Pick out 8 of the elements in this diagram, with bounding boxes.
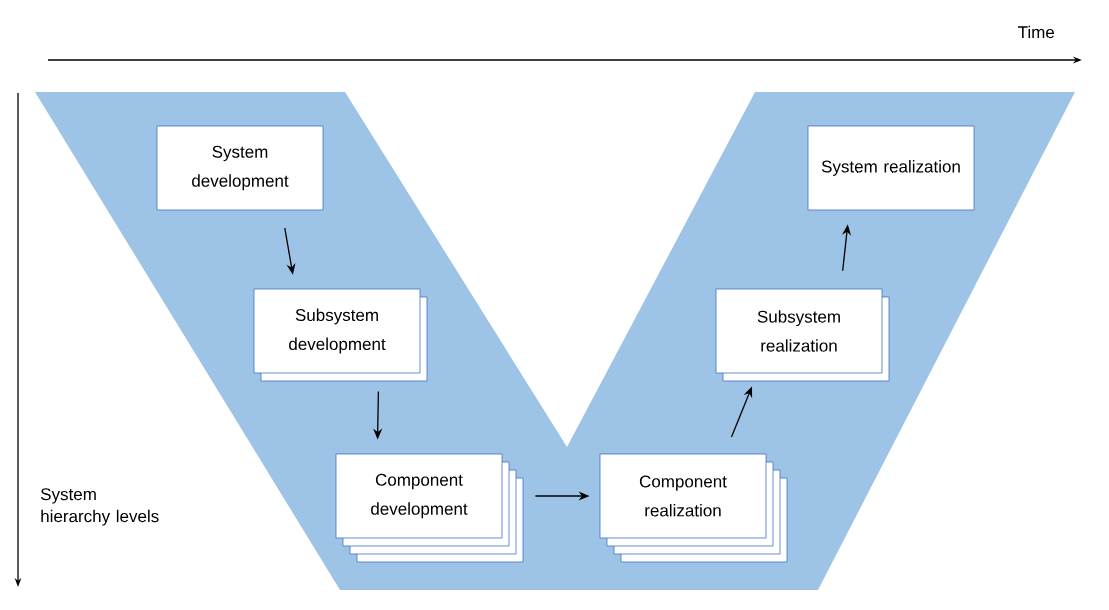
stacked-box: Component realization: [599, 453, 788, 563]
stacked-box: Subsystem realization: [715, 288, 890, 382]
axis-label: Time: [1018, 25, 1055, 39]
process-box: System realization: [807, 125, 975, 211]
stacked-box: Subsystem development: [253, 288, 428, 382]
axis-label: System hierarchy levels: [41, 488, 159, 526]
process-box: System development: [156, 125, 324, 211]
stacked-box: Component development: [335, 453, 524, 563]
